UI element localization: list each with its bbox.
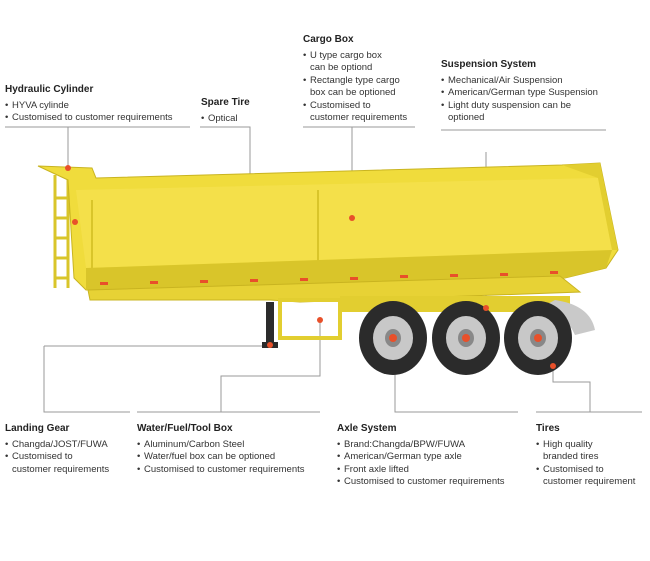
reflector-strip (100, 271, 558, 285)
label-title: Landing Gear (5, 423, 70, 434)
label-line: optioned (448, 112, 485, 123)
label-landing-gear: Landing Gear Changda/JOST/FUWA Customise… (5, 423, 109, 476)
ladder (53, 175, 70, 288)
label-line: branded tires (543, 451, 599, 462)
label-line: Customised to (303, 100, 407, 113)
label-line: HYVA cylinde (5, 100, 173, 113)
label-title: Tires (536, 423, 560, 434)
label-title: Hydraulic Cylinder (5, 84, 94, 95)
label-line: Changda/JOST/FUWA (5, 439, 109, 452)
label-line: Customised to (536, 464, 635, 477)
landing-gear (262, 302, 278, 348)
label-line: Front axle lifted (337, 464, 505, 477)
label-line: Aluminum/Carbon Steel (137, 439, 305, 452)
leader-lines (5, 126, 642, 413)
label-line: Customised to customer requirements (5, 112, 173, 125)
label-line: customer requirement (543, 476, 636, 487)
label-line: box can be optioned (310, 87, 396, 98)
label-spare-tire: Spare Tire Optical (201, 97, 250, 125)
label-tires: Tires High quality branded tires Customi… (536, 423, 635, 489)
label-line: Mechanical/Air Suspension (441, 75, 598, 88)
label-line: Customised to customer requirements (137, 464, 305, 477)
label-line: Water/fuel box can be optioned (137, 451, 305, 464)
label-axle-system: Axle System Brand:Changda/BPW/FUWA Ameri… (337, 423, 505, 489)
label-title: Water/Fuel/Tool Box (137, 423, 233, 434)
label-suspension-system: Suspension System Mechanical/Air Suspens… (441, 59, 598, 125)
callout-dots (65, 165, 556, 369)
cargo-box (37, 162, 619, 291)
label-title: Spare Tire (201, 97, 250, 108)
label-line: customer requirements (310, 112, 408, 123)
label-title: Suspension System (441, 59, 537, 70)
wheels (359, 301, 572, 375)
label-line: customer requirements (12, 463, 110, 475)
label-line: American/German type Suspension (441, 87, 598, 100)
label-line: Light duty suspension can be (441, 100, 598, 113)
label-title: Cargo Box (303, 34, 354, 45)
label-line: High quality (536, 439, 635, 452)
label-line: American/German type axle (337, 451, 505, 464)
label-cargo-box: Cargo Box U type cargo box can be option… (303, 34, 407, 125)
label-hydraulic-cylinder: Hydraulic Cylinder HYVA cylinde Customis… (5, 84, 173, 125)
label-title: Axle System (337, 423, 397, 434)
label-line: Optical (201, 113, 250, 126)
label-water-fuel-tool-box: Water/Fuel/Tool Box Aluminum/Carbon Stee… (137, 423, 305, 476)
label-line: Customised to (5, 451, 109, 464)
label-line: Rectangle type cargo (303, 75, 407, 88)
label-line: Customised to customer requirements (337, 476, 505, 489)
label-line: Brand:Changda/BPW/FUWA (337, 439, 505, 452)
label-line: can be optiond (310, 62, 373, 73)
label-line: U type cargo box (303, 50, 407, 63)
